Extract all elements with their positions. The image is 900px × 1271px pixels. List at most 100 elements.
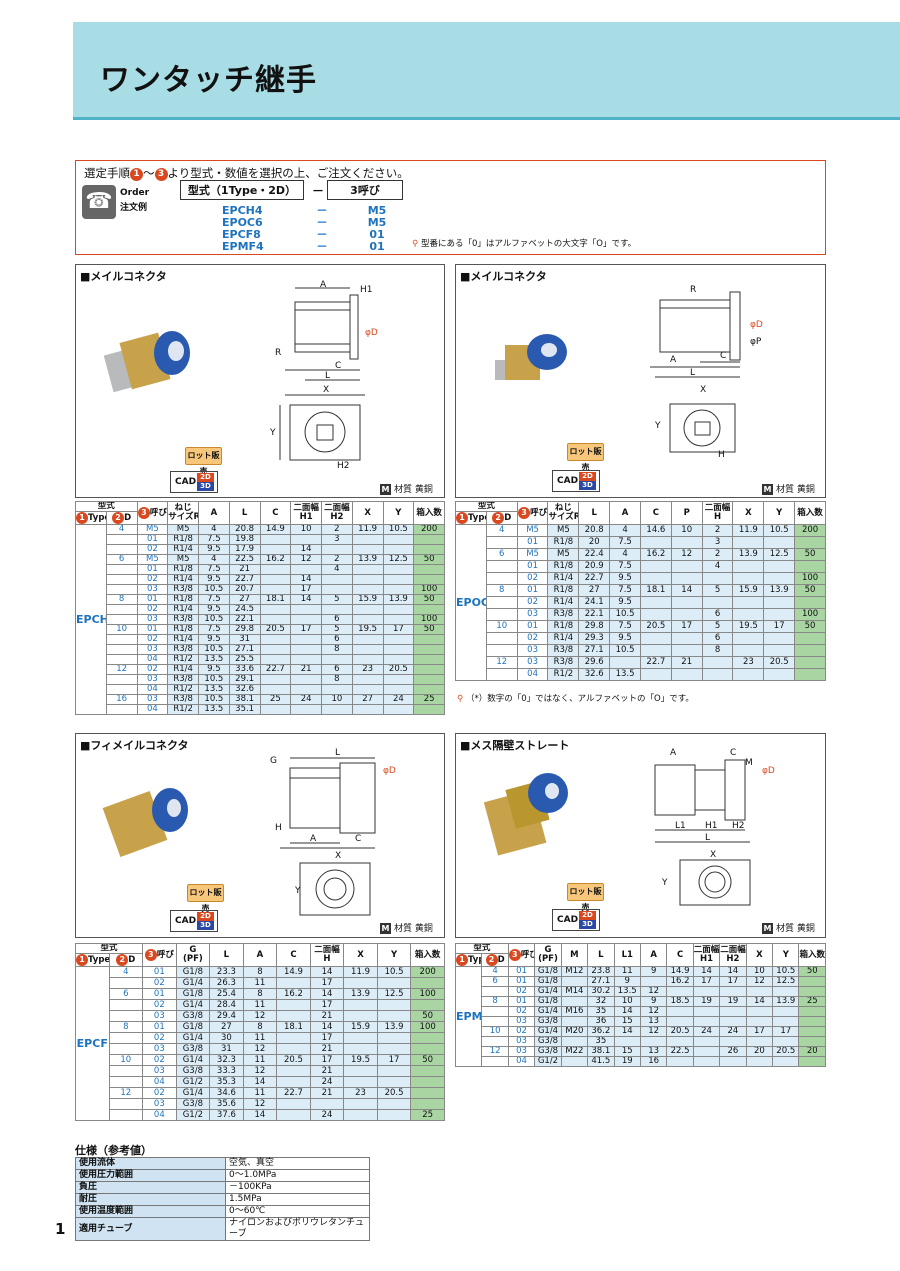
cell: 20.8 [228,524,261,535]
cad-3d[interactable]: 3D [197,482,214,491]
cell: 9.5 [198,604,230,615]
cell [485,608,518,621]
material-text: 材質 黄銅 [776,924,815,934]
cell [763,608,796,621]
cell: 8 [701,644,734,657]
cell: 6 [321,634,353,645]
cell: M5 [547,524,580,537]
cell: 9.5 [609,572,641,585]
material-icon: M [380,484,391,495]
cell: R3/8 [167,694,199,705]
cell [382,704,415,715]
cell: 8 [108,1021,144,1033]
cell: 02 [136,604,169,615]
cell [376,1098,412,1110]
cell: R1/8 [167,534,199,545]
cell: 35 [587,1036,615,1047]
order-s: － [316,228,328,241]
cell [290,654,322,665]
cell [259,604,292,615]
cell: 12 [639,1026,668,1037]
cell [290,684,322,695]
cell: G1/4 [175,1054,211,1066]
cell [485,572,518,585]
cell: 22.5 [228,554,261,565]
cell [410,1087,445,1099]
cell: 12 [745,976,774,987]
cell [485,596,518,609]
material-icon: M [762,923,773,934]
cell: 17 [719,976,747,987]
cell [351,614,384,625]
cell [382,684,415,695]
col-header: P [670,501,703,525]
cell: R1/4 [167,574,199,585]
cell: R1/8 [167,594,199,605]
cell [719,986,747,997]
cell: 13.5 [609,668,641,681]
cad-2d[interactable]: 2D [579,472,596,481]
cell [732,560,765,573]
cell: 38.1 [228,694,261,705]
col-header: Y [763,501,796,525]
pin-icon: ⚲ [457,694,464,704]
cell [343,1065,378,1077]
cell: 8 [485,584,518,597]
cell: G1/8 [534,966,562,977]
cell: 8 [105,594,138,605]
cell [108,977,144,989]
dim-L: L [325,371,330,381]
cell: 03 [136,644,169,655]
cell: 31 [209,1043,244,1055]
cell: 02 [136,574,169,585]
cell: 6 [108,988,144,1000]
cell: 12 [242,1043,278,1055]
dim-L: L [690,368,695,378]
cell: 03 [507,1046,536,1057]
cell [639,1036,668,1047]
cell: 9.5 [198,634,230,645]
cell [732,608,765,621]
cell: R1/2 [547,668,580,681]
col-header: C [639,501,672,525]
order-icon-label-jp: 注文例 [120,203,148,213]
col-header: 箱入数 [798,943,826,967]
cell: 17 [309,1032,345,1044]
dim-X: X [710,850,716,860]
cad-2d[interactable]: 2D [579,911,596,920]
phone-icon: ☎ [82,185,116,219]
cell [413,604,445,615]
cell [798,1016,826,1027]
panel-epmf [455,733,826,938]
cell: 7.5 [198,624,230,635]
cad-3d[interactable]: 3D [197,921,214,930]
cad-label: CAD [175,477,197,487]
cell: 04 [142,1109,177,1121]
cell: M14 [560,986,589,997]
cell [481,1056,509,1067]
cell: 14 [613,1026,641,1037]
cell [290,564,322,575]
order-example-box [75,160,826,255]
cell: 32.3 [209,1054,244,1066]
cell: 13.9 [763,584,796,597]
cell: G3/8 [534,1016,562,1027]
dim-H: H [718,450,725,460]
cad-3d[interactable]: 3D [579,481,596,490]
cad-3d[interactable]: 3D [579,920,596,929]
cad-2d[interactable]: 2D [197,473,214,482]
cell [382,644,415,655]
cad-2d[interactable]: 2D [197,912,214,921]
cell: 100 [794,608,826,621]
cell: G1/8 [534,996,562,1007]
